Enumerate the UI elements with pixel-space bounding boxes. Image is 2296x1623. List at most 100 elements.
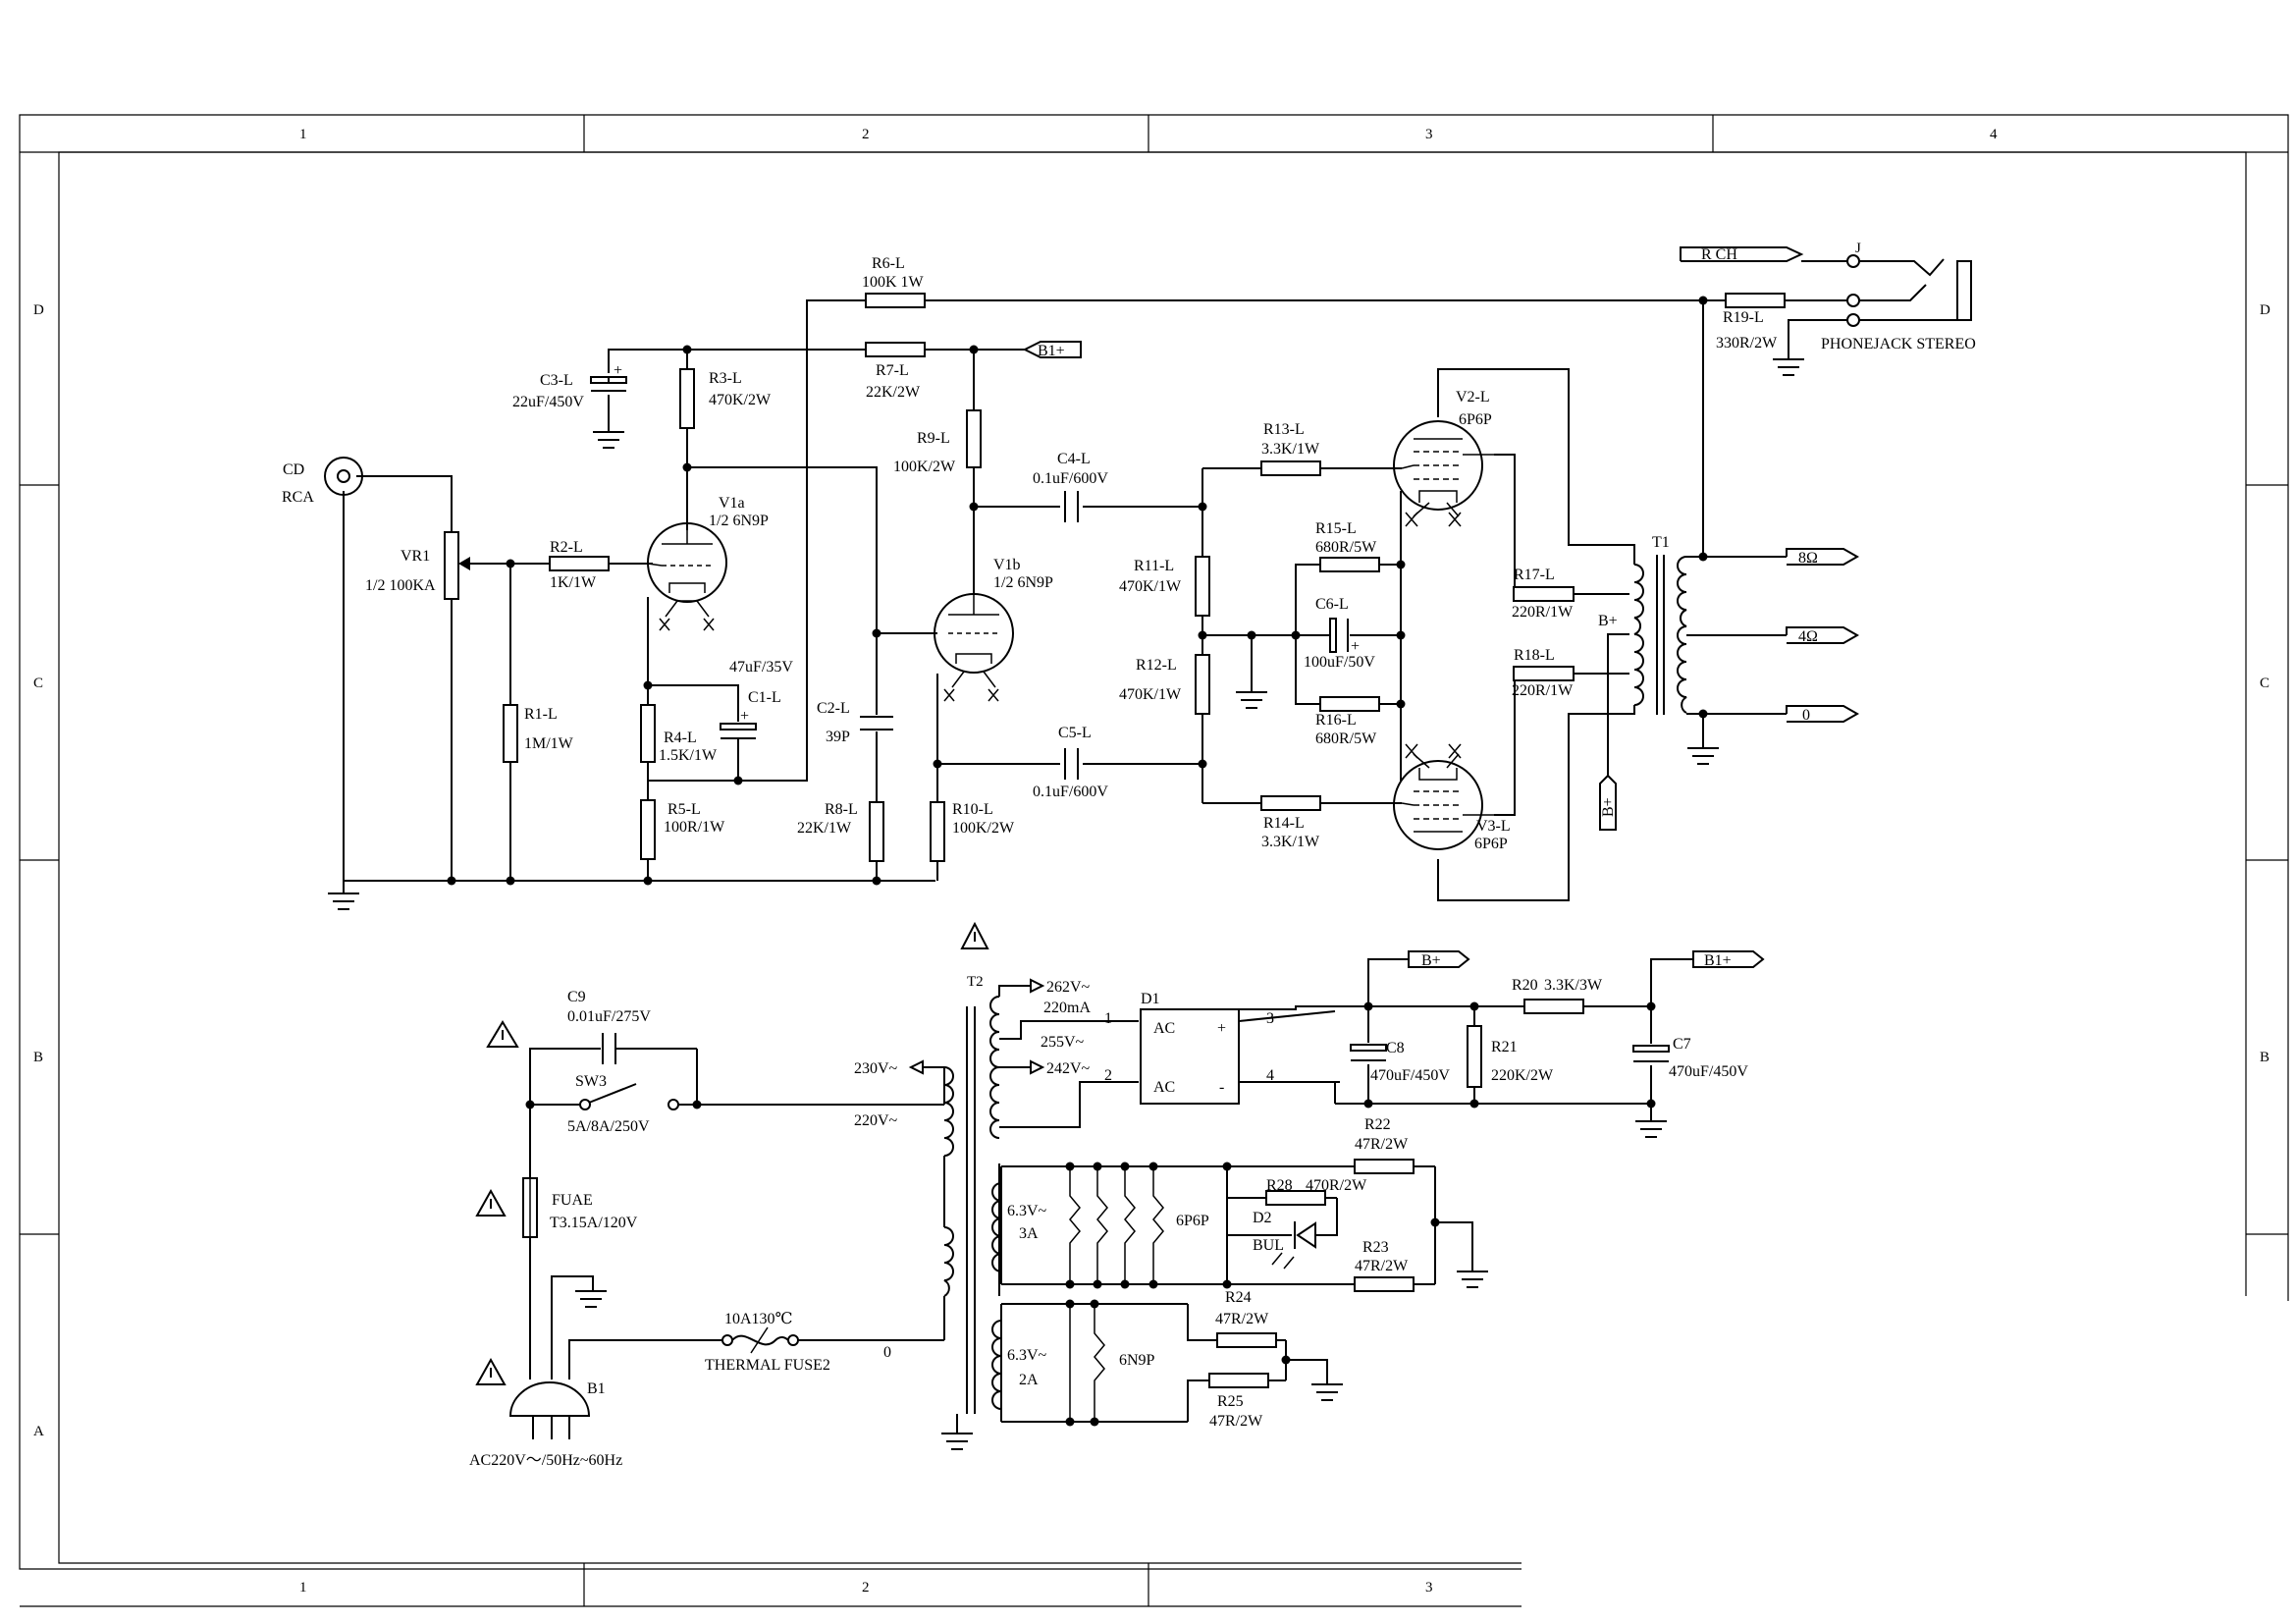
r28-ref: R28	[1266, 1177, 1293, 1194]
r10-value: 100K/2W	[952, 820, 1015, 837]
capacitor-c9	[602, 1033, 616, 1064]
r2-ref: R2-L	[550, 539, 583, 556]
resistor-r25	[1208, 1373, 1269, 1388]
power-transformer-t2	[941, 996, 1002, 1450]
t2-primary-0: 0	[883, 1344, 891, 1361]
resistor-r28	[1265, 1190, 1326, 1206]
d1-ac-top: AC	[1153, 1020, 1175, 1037]
resistor-r21	[1467, 1025, 1482, 1088]
phonejack-body	[1956, 260, 1972, 321]
d2-ref: D2	[1253, 1210, 1272, 1226]
b1plus-flag-top: B1+	[1038, 343, 1065, 359]
c1-ref: C1-L	[748, 689, 781, 706]
col-label-bottom-1: 1	[299, 1580, 307, 1596]
resistor-r9	[966, 409, 982, 468]
col-label-top-3: 3	[1425, 127, 1433, 142]
r16-ref: R16-L	[1315, 712, 1357, 729]
t2-sec-220ma: 220mA	[1043, 1000, 1091, 1016]
r25-ref: R25	[1217, 1393, 1244, 1410]
d1-ac-bottom: AC	[1153, 1079, 1175, 1096]
bplus-flag-vertical: B+	[1600, 797, 1617, 817]
capacitor-c2	[860, 716, 893, 730]
tube-v3	[1393, 743, 1494, 850]
thermal-rating: 10A130℃	[724, 1311, 792, 1327]
resistor-r11	[1195, 556, 1210, 617]
c8-value: 470uF/450V	[1370, 1067, 1450, 1084]
ground-symbols-amp	[328, 358, 1804, 910]
heater1-voltage: 6.3V~	[1007, 1203, 1047, 1219]
r23-value: 47R/2W	[1355, 1258, 1409, 1274]
vr1-ref: VR1	[400, 548, 430, 565]
v1a-ref: V1a	[719, 495, 745, 512]
resistor-r12	[1195, 654, 1210, 715]
bplus-flag-psu: B+	[1421, 952, 1441, 969]
t2-sec-255: 255V~	[1041, 1034, 1085, 1051]
bplus-label-t1: B+	[1598, 613, 1618, 629]
plug-value: AC220V～/50Hz~60Hz	[469, 1452, 622, 1469]
r28-value: 470R/2W	[1306, 1177, 1367, 1194]
r14-ref: R14-L	[1263, 815, 1305, 832]
c3-ref: C3-L	[540, 372, 573, 389]
capacitor-c8	[1350, 1044, 1387, 1061]
resistor-r18	[1513, 666, 1575, 681]
amp-labels: CD RCA VR1 1/2 100KA R2-L 1K/1W R1-L 1M/…	[282, 241, 1976, 852]
r5-ref: R5-L	[667, 801, 701, 818]
rca-label: RCA	[282, 489, 314, 506]
fuse-ref: FUAE	[552, 1192, 593, 1209]
c6-ref: C6-L	[1315, 596, 1349, 613]
power-supply-components	[475, 921, 1765, 1450]
phonejack-ring-contact	[1846, 294, 1860, 307]
switch-sw3	[579, 1083, 679, 1110]
r3-value: 470K/2W	[709, 392, 772, 408]
output-0: 0	[1802, 707, 1810, 724]
psu-labels: C9 0.01uF/275V SW3 5A/8A/250V FUAE T3.15…	[469, 952, 1748, 1469]
r15-value: 680R/5W	[1315, 539, 1377, 556]
col-label-bottom-3: 3	[1425, 1580, 1433, 1596]
r6-ref: R6-L	[872, 255, 905, 272]
col-label-top-2: 2	[862, 127, 870, 142]
c2-value: 39P	[826, 729, 850, 745]
output-4-ohm: 4Ω	[1798, 628, 1818, 645]
cd-label: CD	[283, 461, 304, 478]
r4-ref: R4-L	[664, 730, 697, 746]
c3-value: 22uF/450V	[512, 394, 584, 410]
resistor-r10	[930, 801, 945, 862]
r9-ref: R9-L	[917, 430, 950, 447]
c8-ref: C8	[1386, 1040, 1405, 1056]
d1-plus: +	[1217, 1020, 1226, 1037]
thermal-fuse	[721, 1326, 799, 1354]
heater1-name: 6P6P	[1176, 1213, 1209, 1229]
resistor-r3	[679, 368, 695, 429]
r20-ref: R20	[1512, 977, 1538, 994]
resistor-r8	[869, 801, 884, 862]
junction-dots-amp	[447, 296, 1708, 886]
r1-ref: R1-L	[524, 706, 558, 723]
v3-ref: V3-L	[1476, 818, 1511, 835]
c9-value: 0.01uF/275V	[567, 1008, 651, 1025]
r14-value: 3.3K/1W	[1261, 834, 1320, 850]
thermal-name: THERMAL FUSE2	[705, 1357, 830, 1374]
d1-pin3: 3	[1266, 1010, 1274, 1027]
resistor-r2	[549, 556, 610, 571]
v2-value: 6P6P	[1459, 411, 1492, 428]
resistor-r16	[1319, 696, 1380, 712]
capacitor-c5	[1064, 748, 1079, 780]
phonejack-sleeve-contact	[1846, 313, 1860, 327]
row-label-left-c: C	[33, 676, 43, 691]
net-flags-amp	[1024, 246, 1860, 831]
resistor-r6	[865, 293, 926, 308]
b1plus-flag-psu: B1+	[1704, 952, 1732, 969]
tube-v1b	[934, 593, 1014, 702]
r11-value: 470K/1W	[1119, 578, 1182, 595]
row-label-right-c: C	[2260, 676, 2269, 691]
r19-ref: R19-L	[1723, 309, 1764, 326]
warning-icon	[475, 921, 989, 1385]
mains-plug-b1	[508, 1381, 591, 1439]
r12-value: 470K/1W	[1119, 686, 1182, 703]
resistor-r14	[1260, 795, 1321, 811]
r12-ref: R12-L	[1136, 657, 1177, 674]
t2-primary-230: 230V~	[854, 1060, 898, 1077]
plug-ref: B1	[587, 1380, 606, 1397]
rca-input-jack	[324, 457, 363, 496]
